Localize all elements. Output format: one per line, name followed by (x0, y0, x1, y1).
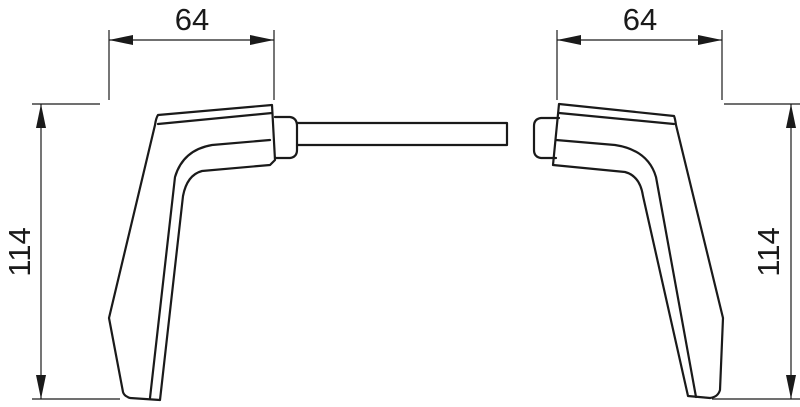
right-height-arrow-bottom (786, 375, 796, 399)
right-width-label: 64 (623, 2, 657, 37)
left-height-label: 114 (2, 227, 37, 276)
left-lever-top-edge (156, 111, 274, 126)
right-width-dimension: 64 (556, 2, 723, 100)
right-lever-top-edge (557, 111, 676, 126)
left-width-arrow-left (109, 35, 133, 45)
left-lever-collar (273, 115, 299, 160)
left-height-arrow-top (36, 104, 46, 128)
left-height-arrow-bottom (36, 375, 46, 399)
left-width-arrow-right (250, 35, 274, 45)
right-lever-handle (532, 102, 725, 400)
right-height-arrow-top (786, 104, 796, 128)
left-lever-outline (107, 103, 277, 402)
right-lever-collar (532, 116, 561, 160)
left-lever-inner-line (148, 138, 272, 400)
right-width-arrow-right (698, 35, 722, 45)
left-lever-handle (107, 103, 509, 402)
right-width-arrow-left (557, 35, 581, 45)
left-height-dimension: 114 (2, 103, 120, 400)
right-lever-inner-line (554, 138, 698, 399)
right-height-dimension: 114 (712, 103, 800, 400)
left-spindle (295, 121, 509, 147)
right-lever-outline (551, 102, 725, 400)
left-width-label: 64 (175, 2, 209, 37)
left-width-dimension: 64 (108, 2, 275, 100)
right-height-label: 114 (751, 227, 786, 276)
